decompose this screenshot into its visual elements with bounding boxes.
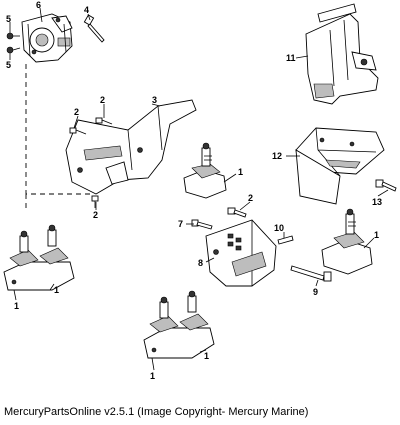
callout-9: 9	[313, 287, 318, 297]
callout-10: 10	[274, 223, 284, 233]
part-1-engine-mount-center	[183, 142, 227, 199]
part-1-double-mount-left	[3, 224, 75, 291]
part-11-electrical-bracket	[305, 3, 379, 105]
part-1-engine-mount-right	[321, 208, 373, 275]
callout-labels: 6 5 5 4 11 2 2 3 2 1 12 13 2 7 10 8 1 1 …	[6, 0, 382, 381]
callout-1-center: 1	[238, 167, 243, 177]
part-3-mounting-bracket	[65, 99, 197, 195]
callout-3: 3	[152, 95, 157, 105]
part-2-bolt-plate	[227, 207, 247, 218]
part-2-bolt-bracket-a	[69, 127, 87, 135]
callout-2-bracket-b: 2	[100, 95, 105, 105]
part-1-double-mount-bottom	[143, 290, 215, 359]
callout-7: 7	[178, 219, 183, 229]
part-12-shield-box	[295, 127, 385, 205]
part-10-stud	[277, 235, 294, 245]
callout-2-bracket-a: 2	[74, 107, 79, 117]
image-caption: MercuryPartsOnline v2.5.1 (Image Copyrig…	[4, 406, 309, 418]
callout-5-bottom: 5	[6, 60, 11, 70]
callout-1-bottom-b: 1	[204, 351, 209, 361]
callout-1-right: 1	[374, 230, 379, 240]
part-5-bolt-top	[6, 32, 20, 40]
callout-4: 4	[84, 5, 89, 15]
part-2-bolt-bracket-c	[91, 195, 99, 208]
callout-5-top: 5	[6, 14, 11, 24]
callout-8: 8	[198, 258, 203, 268]
callout-6: 6	[36, 0, 41, 10]
part-4-long-bolt	[83, 14, 105, 43]
part-9-long-bolt	[290, 265, 332, 282]
part-6-motor-assembly	[21, 13, 73, 63]
part-13-bolt	[375, 179, 397, 192]
callout-2-bracket-c: 2	[93, 210, 98, 220]
part-7-bolt	[191, 219, 213, 230]
part-8-mounting-plate	[205, 219, 277, 287]
part-5-bolt-bottom	[6, 46, 21, 54]
callout-1-left-a: 1	[14, 301, 19, 311]
leader-lines	[9, 7, 389, 371]
callout-11: 11	[286, 53, 296, 63]
callout-12: 12	[272, 151, 282, 161]
exploded-parts-diagram: 6 5 5 4 11 2 2 3 2 1 12 13 2 7 10 8 1 1 …	[3, 0, 397, 381]
part-2-bolt-bracket-b	[95, 117, 113, 125]
callout-1-left-b: 1	[54, 285, 59, 295]
callout-13: 13	[372, 197, 382, 207]
callout-2-plate: 2	[248, 193, 253, 203]
assembly-reference-line	[25, 64, 92, 212]
callout-1-bottom-a: 1	[150, 371, 155, 381]
